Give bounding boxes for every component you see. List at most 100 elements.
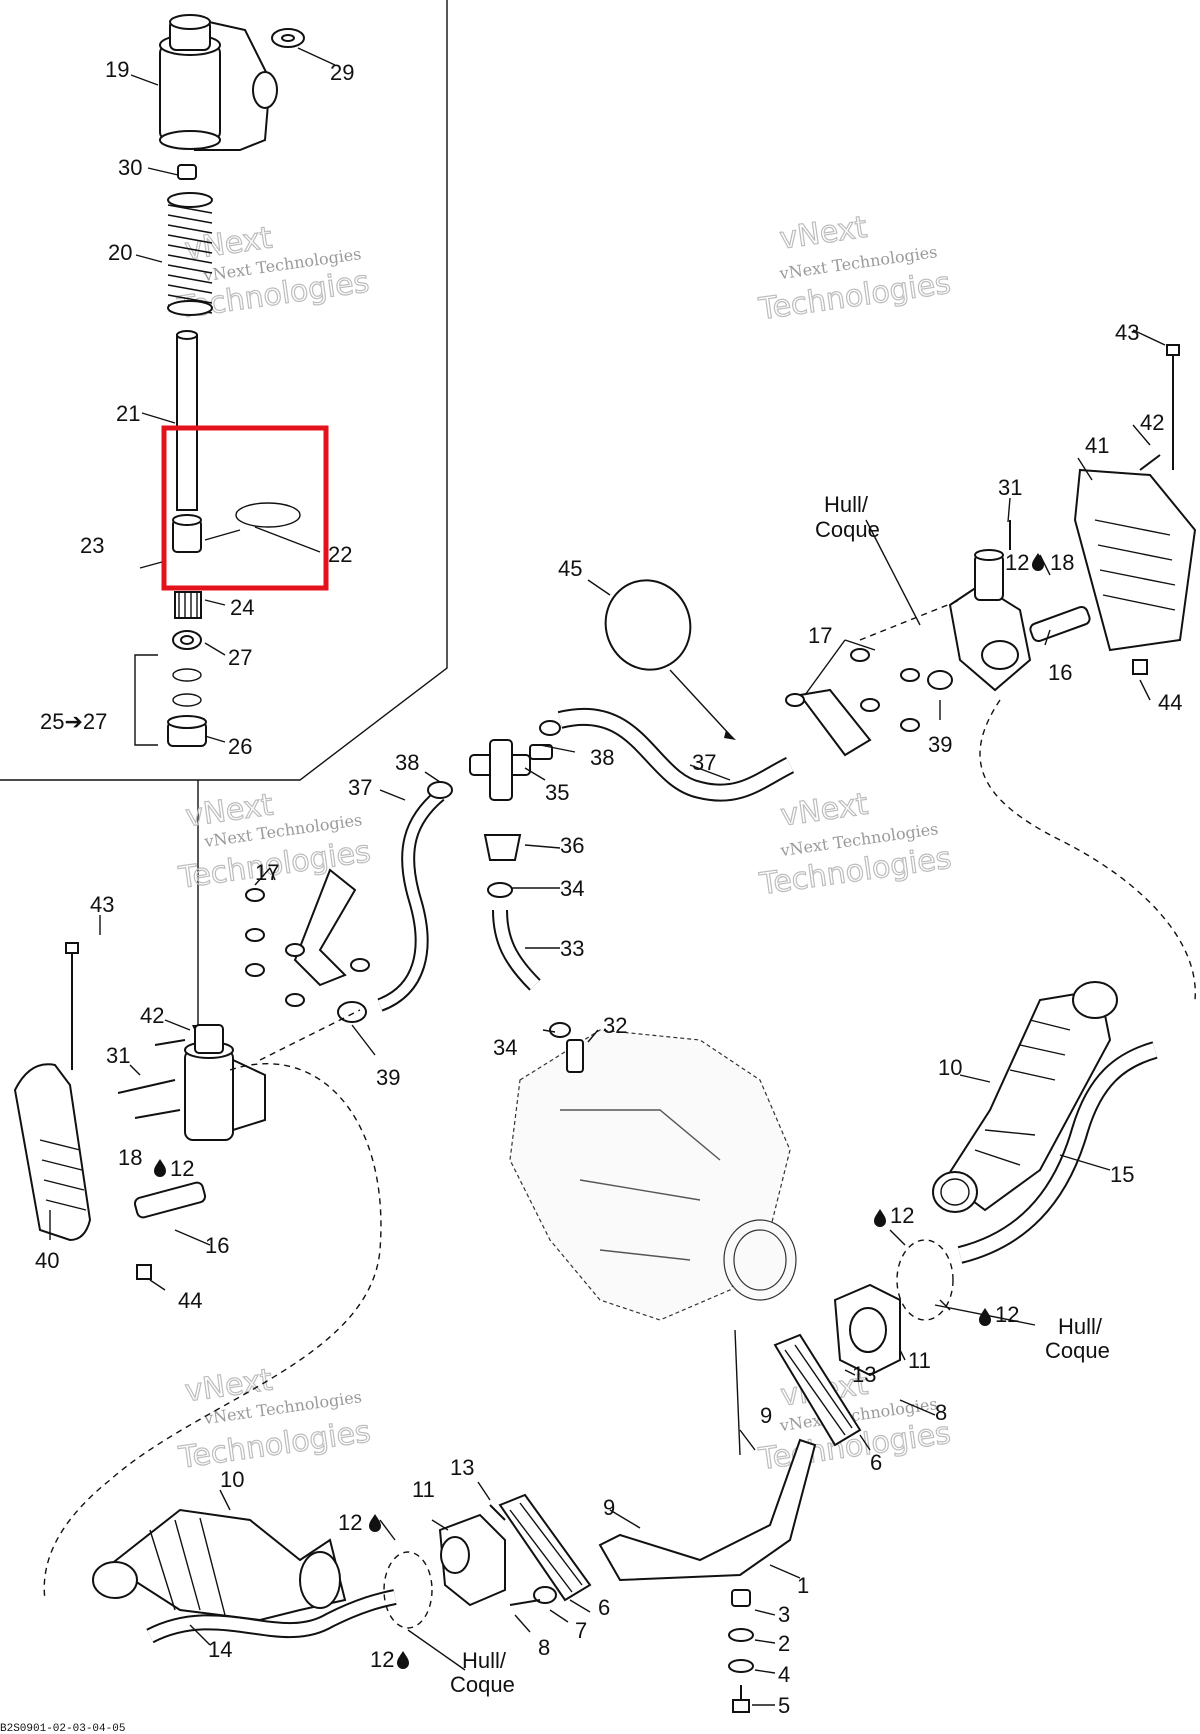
callout-8-left: 8 xyxy=(538,1635,550,1660)
seal-27 xyxy=(172,630,202,707)
water-drop-icon xyxy=(1032,553,1044,571)
callout-15: 15 xyxy=(1110,1162,1134,1187)
callout-24: 24 xyxy=(230,595,254,620)
callout-11-right: 11 xyxy=(908,1348,931,1373)
hose-37-right xyxy=(557,707,795,802)
callout-12-right-a: 12 xyxy=(890,1203,914,1228)
callout-37-right: 37 xyxy=(692,750,716,775)
callout-39-right: 39 xyxy=(928,732,952,757)
clamp-38 xyxy=(427,720,561,799)
callout-4: 4 xyxy=(778,1662,790,1687)
callout-6-right: 6 xyxy=(870,1450,882,1475)
nut-44-left xyxy=(136,1264,152,1280)
fitting-35 xyxy=(469,739,553,801)
callout-43-right: 43 xyxy=(1115,320,1139,345)
callout-35: 35 xyxy=(545,780,569,805)
callout-32: 32 xyxy=(603,1013,627,1038)
hose-33 xyxy=(492,909,541,991)
svg-text:vNext: vNext xyxy=(778,210,870,257)
inset-leaders xyxy=(130,47,336,746)
callout-18-right: 18 xyxy=(1050,550,1074,575)
hull-label-bottom-line1: Hull/ xyxy=(462,1648,507,1673)
bolt-43-right xyxy=(1166,344,1180,470)
housing-11-right xyxy=(833,1283,901,1377)
callout-19: 19 xyxy=(105,57,129,82)
callout-39-left: 39 xyxy=(376,1065,400,1090)
callout-18-left: 18 xyxy=(118,1145,142,1170)
callout-16-right: 16 xyxy=(1048,660,1072,685)
callout-13-left: 13 xyxy=(450,1455,474,1480)
callout-31-right: 31 xyxy=(998,475,1022,500)
svg-text:vNext: vNext xyxy=(778,787,870,834)
hull-label-right-line2: Coque xyxy=(1045,1338,1110,1363)
hardware-2-5 xyxy=(728,1589,754,1713)
callout-10-right: 10 xyxy=(938,1055,962,1080)
housing-11-left xyxy=(438,1513,506,1607)
callout-31-left: 31 xyxy=(106,1043,130,1068)
callout-26: 26 xyxy=(228,734,252,759)
small-bolts-right xyxy=(1009,454,1161,550)
callout-11-left: 11 xyxy=(412,1477,435,1502)
callout-40: 40 xyxy=(35,1248,59,1273)
callout-10-left: 10 xyxy=(220,1467,244,1492)
duct-10-left xyxy=(92,1508,347,1622)
callout-44-right: 44 xyxy=(1158,690,1182,715)
bushing-22 xyxy=(172,502,301,553)
callout-42-right: 42 xyxy=(1140,410,1164,435)
gasket-12-left xyxy=(383,1551,433,1629)
callout-38-right: 38 xyxy=(590,745,614,770)
hull-label-top-line2: Coque xyxy=(815,517,880,542)
water-drop-icon xyxy=(154,1159,166,1177)
hose-15 xyxy=(957,1041,1158,1264)
diagram-code: B2S0901-02-03-04-05 xyxy=(0,1723,125,1734)
callout-21: 21 xyxy=(116,401,140,426)
clamp-39-left xyxy=(337,1001,367,1023)
ring-45 xyxy=(604,579,736,740)
callout-12-left-a: 12 xyxy=(338,1510,362,1535)
nut-26 xyxy=(167,715,207,747)
gasket-12-right xyxy=(896,1239,954,1321)
callout-12-left-mid: 12 xyxy=(170,1156,194,1181)
cover-40 xyxy=(13,1063,92,1242)
callout-45: 45 xyxy=(558,556,582,581)
callout-34-lower: 34 xyxy=(493,1035,517,1060)
callout-9-mid: 9 xyxy=(603,1495,615,1520)
gear-24 xyxy=(174,591,202,619)
callout-17-left: 17 xyxy=(255,860,279,885)
water-drop-icon xyxy=(397,1651,409,1669)
arm-17-left xyxy=(245,868,370,1007)
clip-30 xyxy=(177,164,197,180)
callout-22: 22 xyxy=(328,542,352,567)
callout-12-left-b: 12 xyxy=(370,1647,394,1672)
shaft-21 xyxy=(176,330,198,511)
duct-10-right xyxy=(932,981,1118,1213)
callout-43-left: 43 xyxy=(90,892,114,917)
hose-14 xyxy=(146,1589,397,1644)
callout-5: 5 xyxy=(778,1693,790,1718)
callout-6-left: 6 xyxy=(598,1595,610,1620)
callout-27: 27 xyxy=(228,645,252,670)
actuator-housing-left xyxy=(184,1024,266,1141)
callout-33: 33 xyxy=(560,936,584,961)
bolt-43-left xyxy=(65,942,79,1070)
hull-label-right-line1: Hull/ xyxy=(1058,1314,1103,1339)
callout-2: 2 xyxy=(778,1631,790,1656)
jet-pump-body xyxy=(509,1029,797,1321)
arm-6-left xyxy=(498,1493,592,1602)
clamp-34-upper xyxy=(487,882,513,898)
washer-29 xyxy=(271,28,305,48)
callout-16-left: 16 xyxy=(205,1233,229,1258)
cover-41 xyxy=(1073,468,1197,652)
callout-42-left: 42 xyxy=(140,1003,164,1028)
highlight-box xyxy=(161,425,329,591)
callout-7: 7 xyxy=(575,1618,587,1643)
callout-1: 1 xyxy=(797,1573,809,1598)
callouts: 19 29 30 20 21 23 22 24 27 25➔27 26 45 1… xyxy=(0,57,1182,1734)
callout-34-upper: 34 xyxy=(560,876,584,901)
pin-23 xyxy=(139,561,163,569)
callout-12-right-top: 12 xyxy=(1005,550,1029,575)
arm-17-right xyxy=(785,648,920,757)
hull-label-top-line1: Hull/ xyxy=(824,492,869,517)
callout-13-right: 13 xyxy=(852,1362,876,1387)
